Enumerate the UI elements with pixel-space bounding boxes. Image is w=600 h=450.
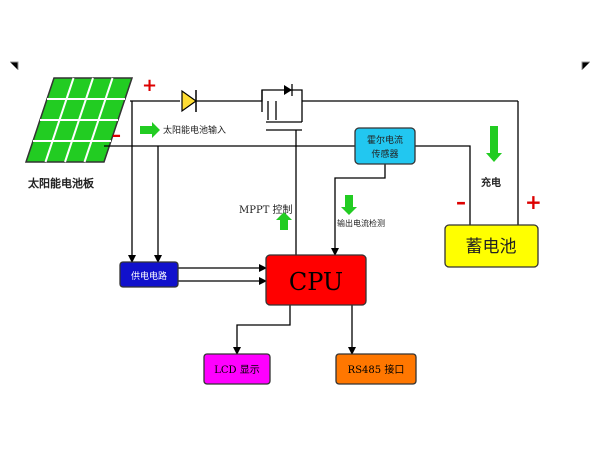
panel-minus-sign: – xyxy=(112,125,121,146)
mppt-control-label: MPPT 控制 xyxy=(239,203,293,216)
battery-box xyxy=(444,224,539,268)
solar-panel-label: 太阳能电池板 xyxy=(27,176,95,190)
page-corner-marks xyxy=(10,61,590,70)
lcd-display-label: LCD 显示 xyxy=(214,364,260,376)
solar-panel-icon xyxy=(24,77,134,163)
arrow-right-solar-input xyxy=(140,122,160,138)
charge-label: 充电 xyxy=(481,176,501,189)
solar-input-label: 太阳能电池输入 xyxy=(163,124,226,136)
power-circuit-label: 供电电路 xyxy=(131,270,167,282)
lcd-display-box xyxy=(203,353,271,385)
hall-sensor-label-1: 霍尔电流 xyxy=(367,134,403,146)
cpu-label: CPU xyxy=(289,268,343,296)
rs485-interface-label: RS485 接口 xyxy=(348,363,405,376)
power-circuit-box xyxy=(119,261,179,288)
diode-icon xyxy=(181,89,198,113)
panel-plus-sign: + xyxy=(142,75,157,96)
hall-sensor-box xyxy=(354,127,416,165)
arrow-down-charge xyxy=(486,126,502,162)
hall-sensor-label-2: 传感器 xyxy=(371,148,398,160)
rs485-interface-box xyxy=(335,353,417,385)
mosfet-switch-icon xyxy=(258,84,303,131)
cpu-box xyxy=(265,254,367,306)
battery-label: 蓄电池 xyxy=(466,237,517,257)
arrow-down-current xyxy=(341,195,357,215)
wires xyxy=(104,100,519,355)
battery-minus-sign: – xyxy=(456,190,466,214)
arrow-up-mppt xyxy=(276,212,292,230)
battery-plus-sign: + xyxy=(525,190,542,214)
flow-arrows xyxy=(140,122,502,230)
current-detect-label: 输出电流检测 xyxy=(337,218,385,228)
